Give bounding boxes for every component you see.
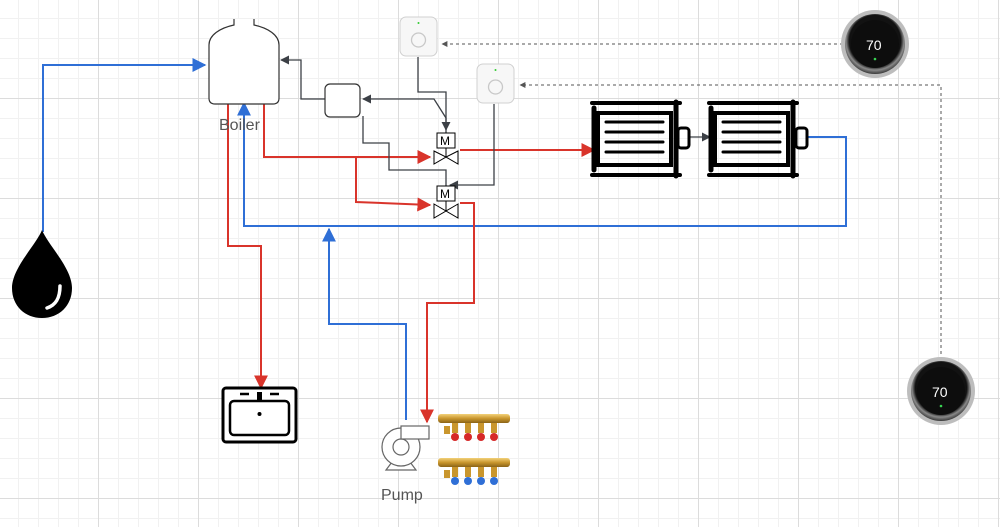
pump-label: Pump	[381, 487, 423, 504]
control-box	[324, 83, 361, 118]
manifold-icon	[438, 458, 510, 485]
radiator-icon	[707, 99, 809, 179]
thermostat-bottom-reading: 70	[932, 384, 948, 400]
control-box-to-boiler-line	[280, 55, 325, 100]
top-valve-to-control-line	[362, 94, 447, 133]
hub-bottom-to-valve-line	[449, 104, 495, 190]
water-drop-icon	[12, 230, 72, 318]
valve-top-label: M	[440, 134, 450, 148]
hot-to-pump-pipe	[420, 202, 475, 424]
wifi-hub-icon	[476, 63, 515, 104]
wifi-hub-icon	[399, 16, 438, 57]
thermostat-top-reading: 70	[866, 37, 882, 53]
boiler-icon	[208, 19, 280, 105]
zone-valve-icon	[433, 132, 459, 165]
manifold-icon	[438, 414, 510, 441]
zone-valve-icon	[433, 185, 459, 219]
valve-bottom-label: M	[440, 187, 450, 201]
radiator-return-pipe	[237, 101, 847, 227]
hot-to-floor-valve-pipe	[355, 157, 432, 212]
sink-icon	[221, 386, 298, 444]
boiler-label: Boiler	[219, 117, 261, 134]
hub-top-to-valve-line	[417, 57, 451, 131]
hot-to-radiator-valve-pipe	[263, 104, 432, 164]
thermostat-icon	[841, 10, 909, 78]
floor-return-pipe	[322, 227, 407, 420]
radiator-icon	[590, 99, 691, 179]
hot-to-sink-pipe	[227, 104, 268, 390]
bottom-valve-to-control-line	[362, 116, 447, 186]
thermostat-bottom-signal	[519, 82, 942, 360]
pump-icon	[381, 425, 430, 471]
thermostat-icon	[907, 357, 975, 425]
cold-supply-pipe	[42, 58, 207, 232]
